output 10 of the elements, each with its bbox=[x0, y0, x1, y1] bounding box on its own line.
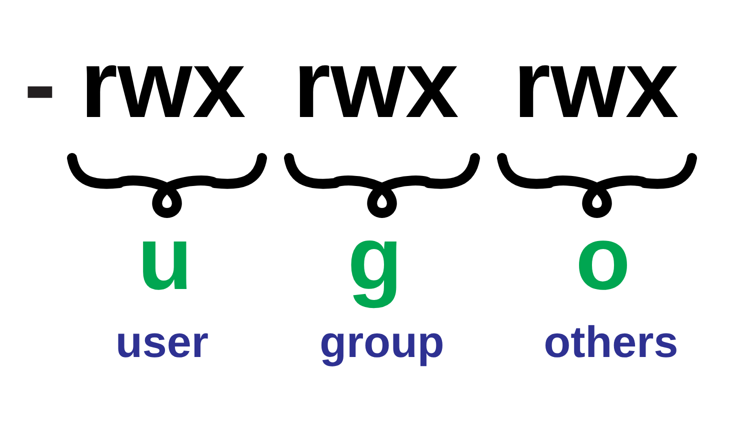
class-letter: o bbox=[576, 208, 630, 311]
class-name: others bbox=[544, 318, 678, 368]
class-letter: g bbox=[348, 208, 402, 311]
permission-text: rwx bbox=[293, 30, 459, 140]
permission-text: rwx bbox=[513, 30, 679, 140]
class-name: group bbox=[320, 318, 444, 368]
class-name: user bbox=[116, 318, 208, 368]
permission-text: rwx bbox=[80, 30, 246, 140]
file-type-dash: - bbox=[24, 30, 56, 140]
class-letter: u bbox=[138, 208, 192, 311]
